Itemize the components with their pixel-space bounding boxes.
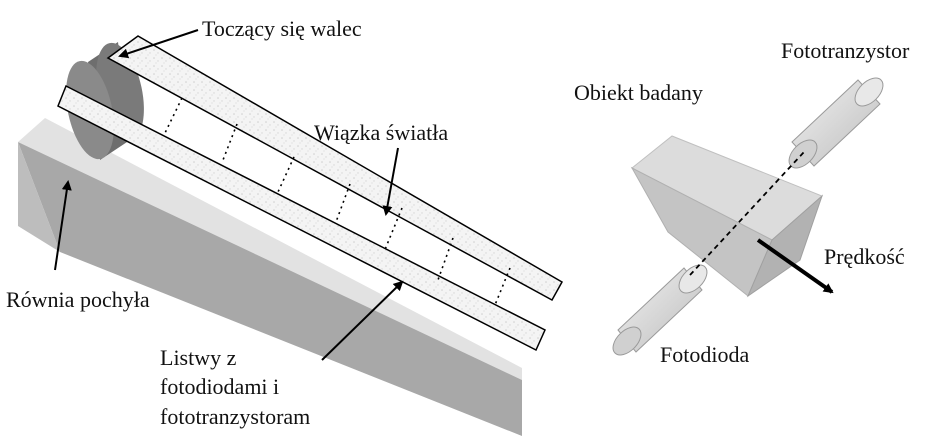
beam-arrow [382, 147, 399, 216]
inclined-plane [18, 118, 522, 436]
photodiode-sensor [612, 264, 708, 356]
optical-path [689, 151, 805, 276]
plane-front-face [18, 142, 522, 436]
label-object-under-test: Obiekt badany [574, 80, 703, 105]
light-beam [494, 267, 511, 306]
label-photodiode: Fotodioda [660, 342, 750, 367]
light-beam [383, 207, 403, 253]
label-inclined-plane: Równia pochyła [6, 287, 150, 312]
callout-arrows [54, 29, 404, 361]
plane-left-face [18, 142, 60, 252]
cylinder-arrow [118, 29, 199, 59]
test-object [630, 135, 824, 298]
label-rolling-cylinder: Toczący się walec [202, 16, 362, 41]
light-beam [277, 156, 295, 193]
label-strips-line3: fototranzystoram [160, 404, 311, 429]
label-strips-line2: fotodiodami i [160, 374, 280, 399]
label-light-beam: Wiązka światła [314, 120, 449, 145]
light-beam [335, 183, 351, 223]
label-strips-line1: Listwy z [160, 345, 237, 370]
plane-arrow [54, 180, 72, 271]
object-right-face [746, 194, 824, 298]
label-phototransistor: Fototranzystor [781, 38, 910, 63]
light-beam [437, 237, 454, 281]
upper-sensor-strip [106, 35, 564, 302]
velocity-arrow [756, 238, 834, 294]
lower-sensor-strip [57, 84, 546, 352]
strip-arrow [321, 280, 404, 361]
light-beam [164, 97, 183, 134]
plane-top-face [18, 118, 522, 380]
phototransistor-sensor [788, 77, 884, 169]
label-velocity: Prędkość [824, 244, 905, 269]
light-beam [222, 123, 238, 161]
light-beams [164, 97, 511, 306]
